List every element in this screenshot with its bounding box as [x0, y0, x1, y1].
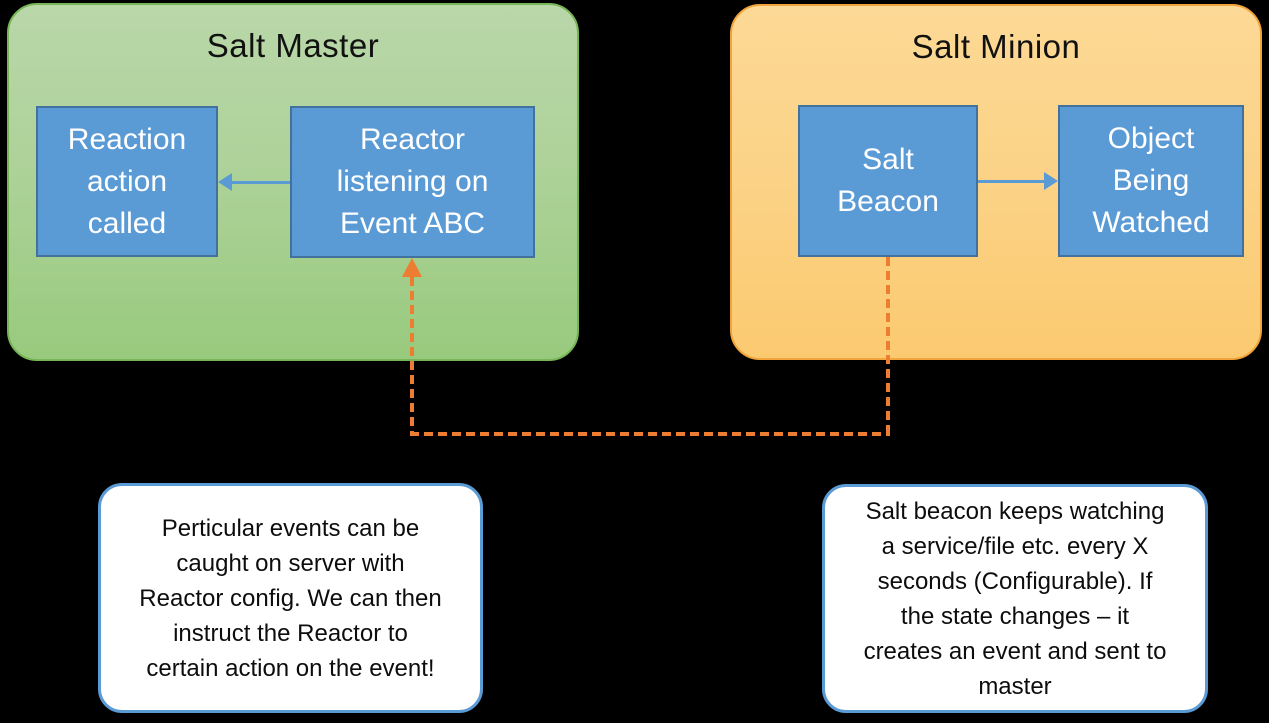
- callout-reactor-text: Perticular events can be caught on serve…: [139, 514, 442, 682]
- dashed-connector-reactor-rise: [410, 277, 414, 434]
- dashed-connector-horizontal: [410, 432, 890, 436]
- callout-reactor-note: Perticular events can be caught on serve…: [98, 483, 483, 713]
- dashed-connector-beacon-drop: [886, 257, 890, 434]
- node-object-being-watched: Object Being Watched: [1058, 105, 1244, 257]
- node-reactor-listening: Reactor listening on Event ABC: [290, 106, 535, 258]
- arrow-right-head-icon: [1044, 172, 1058, 190]
- node-object-label: Object Being Watched: [1092, 122, 1210, 239]
- arrow-reactor-to-reaction-line: [231, 181, 290, 184]
- callout-beacon-text: Salt beacon keeps watching a service/fil…: [863, 497, 1167, 700]
- node-beacon-label: Salt Beacon: [837, 143, 939, 218]
- arrow-left-head-icon: [218, 173, 232, 191]
- callout-beacon-note: Salt beacon keeps watching a service/fil…: [822, 484, 1208, 713]
- node-reactor-label: Reactor listening on Event ABC: [336, 123, 489, 240]
- dashed-connector-arrowhead-icon: [402, 258, 422, 277]
- arrow-beacon-to-object-line: [978, 180, 1045, 183]
- salt-minion-title: Salt Minion: [911, 28, 1081, 65]
- node-salt-beacon: Salt Beacon: [798, 105, 978, 257]
- salt-master-title: Salt Master: [206, 27, 380, 64]
- node-reaction-action-called: Reaction action called: [36, 106, 218, 257]
- node-reaction-label: Reaction action called: [67, 122, 187, 240]
